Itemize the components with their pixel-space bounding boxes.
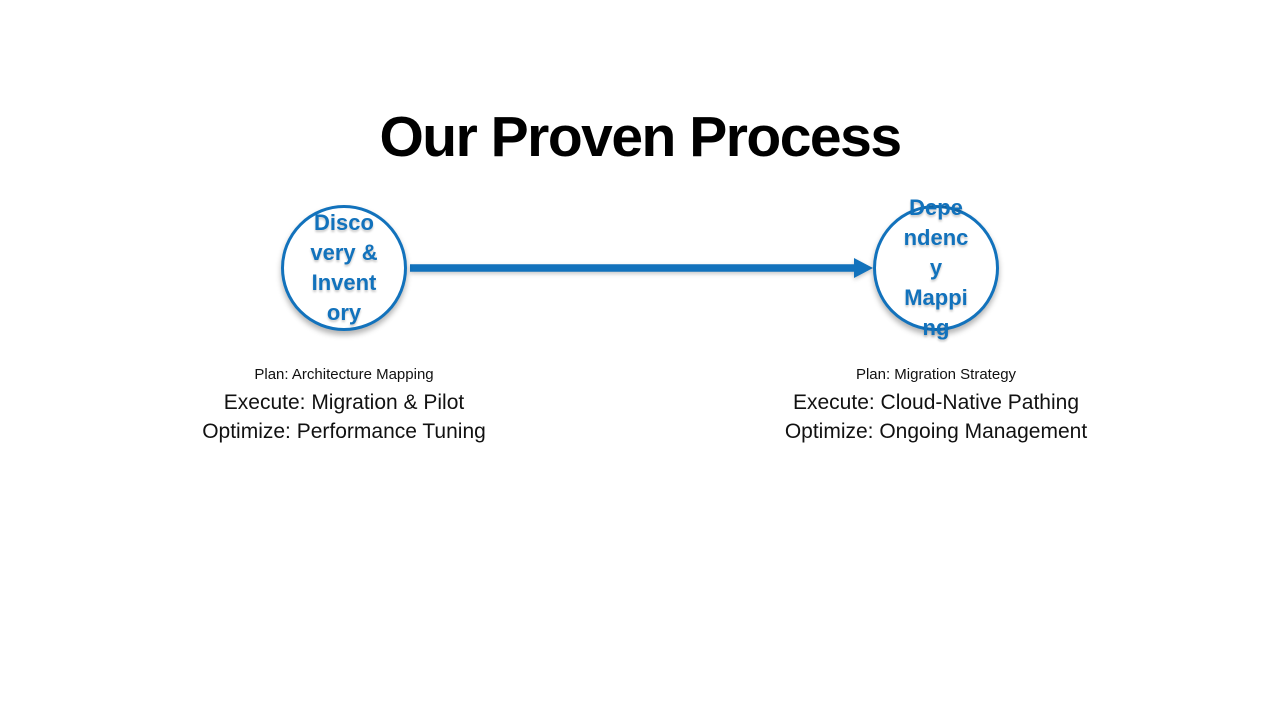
circle-label-line: Mappi bbox=[904, 285, 968, 310]
step-circle-label: Depe ndenc y Mappi ng bbox=[904, 193, 969, 343]
circle-label-line: very & bbox=[310, 240, 378, 265]
circle-label-line: Disco bbox=[314, 210, 374, 235]
step-details-discovery-inventory: Plan: Architecture Mapping Execute: Migr… bbox=[134, 364, 554, 446]
optimize-line: Optimize: Ongoing Management bbox=[784, 420, 1088, 443]
step-details-dependency-mapping: Plan: Migration Strategy Execute: Cloud-… bbox=[726, 364, 1146, 446]
slide-title: Our Proven Process bbox=[379, 105, 902, 170]
circle-label-line: Invent bbox=[311, 270, 377, 295]
circle-label-line: y bbox=[929, 255, 943, 280]
execute-line: Execute: Cloud-Native Pathing bbox=[793, 391, 1079, 414]
execute-line: Execute: Migration & Pilot bbox=[223, 391, 465, 414]
circle-label-line: Depe bbox=[909, 195, 963, 220]
circle-label-line: ndenc bbox=[903, 225, 969, 250]
optimize-line: Optimize: Performance Tuning bbox=[202, 420, 486, 443]
circle-label-line: ory bbox=[326, 300, 362, 325]
circle-label-line: ng bbox=[922, 315, 950, 340]
step-circle-label: Disco very & Invent ory bbox=[310, 208, 377, 328]
step-circle-discovery-inventory: Disco very & Invent ory bbox=[281, 205, 407, 331]
plan-line: Plan: Architecture Mapping bbox=[254, 366, 434, 383]
plan-line: Plan: Migration Strategy bbox=[855, 366, 1017, 383]
step-circle-dependency-mapping: Depe ndenc y Mappi ng bbox=[873, 195, 999, 340]
